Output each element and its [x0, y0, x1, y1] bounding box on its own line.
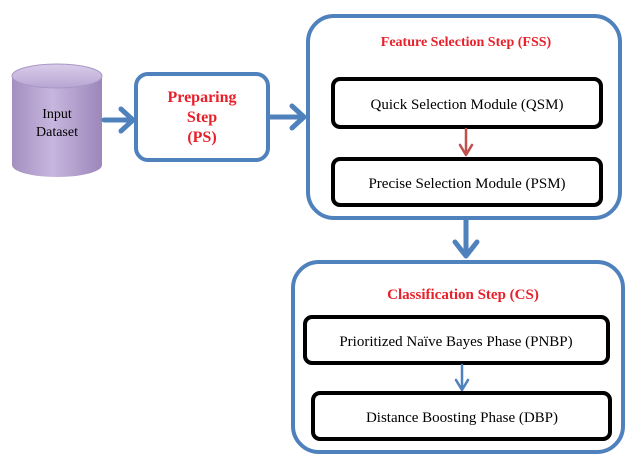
psm-label: Precise Selection Module (PSM)	[368, 176, 565, 192]
cylinder-top	[11, 63, 103, 89]
qsm-label: Quick Selection Module (QSM)	[371, 97, 564, 113]
input-dataset-label-line2: Dataset	[36, 125, 78, 140]
arrow-input-to-preparing	[101, 106, 136, 134]
classification-step-container: Classification Step (CS) Prioritized Naï…	[291, 260, 625, 454]
psm-box	[331, 157, 603, 207]
arrow-qsm-to-psm	[458, 127, 474, 157]
qsm-box	[331, 77, 603, 129]
arrow-fss-to-cs	[452, 217, 480, 259]
arrow-preparing-to-fss	[267, 103, 307, 131]
dbp-box	[311, 391, 612, 441]
preparing-step-line2: Step	[187, 109, 217, 126]
pnbp-box	[303, 315, 610, 365]
input-dataset-cylinder: Input Dataset	[11, 63, 103, 177]
preparing-step-box: Preparing Step (PS)	[134, 72, 270, 162]
cylinder-body	[12, 76, 102, 177]
fss-title: Feature Selection Step (FSS)	[381, 35, 552, 50]
feature-selection-step-container: Feature Selection Step (FSS) Quick Selec…	[306, 14, 622, 220]
cs-title: Classification Step (CS)	[387, 287, 539, 303]
preparing-step-line1: Preparing	[167, 89, 236, 106]
dbp-label: Distance Boosting Phase (DBP)	[366, 410, 558, 426]
arrow-pnbp-to-dbp	[454, 363, 470, 392]
pnbp-label: Prioritized Naïve Bayes Phase (PNBP)	[339, 334, 572, 350]
preparing-step-line3: (PS)	[187, 129, 216, 146]
input-dataset-label-line1: Input	[42, 107, 72, 122]
